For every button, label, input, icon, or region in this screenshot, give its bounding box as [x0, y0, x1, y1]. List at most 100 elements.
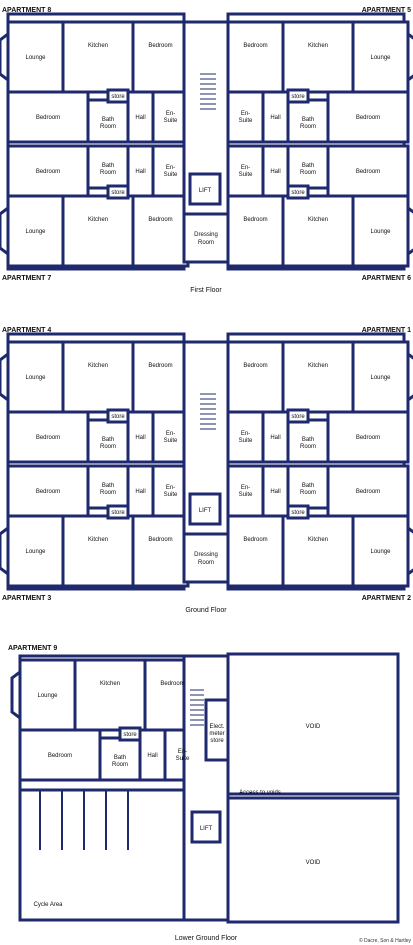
ground-tl-hall-label: Hall: [135, 435, 145, 441]
ground-bl-store-label: store: [111, 510, 125, 516]
ground-tr-store-label: store: [291, 414, 305, 420]
ground-tr-lounge-label: Lounge: [370, 375, 391, 381]
first-br-lounge: [351, 194, 410, 268]
ground-tl-bath-room-label: Room: [100, 444, 116, 450]
lower-cycle-label: Cycle Area: [33, 902, 63, 908]
first-br-bedroom-2-label: Bedroom: [356, 169, 380, 175]
ground-bl-store: [106, 504, 130, 520]
ground-tr-hall-label: Hall: [270, 435, 280, 441]
lower-void-bottom-label: VOID: [306, 860, 321, 866]
ground-dressing-room: [182, 532, 230, 584]
lower-meter-store: [204, 698, 230, 762]
first-bl-bedroom-2-label: Bedroom: [36, 169, 60, 175]
first-tr-en-label: En-: [241, 111, 250, 117]
first-bl-bay-window: [0, 205, 10, 257]
first-tr-store-label: store: [291, 94, 305, 100]
ground-tr-bath-label: Bath: [302, 437, 314, 443]
lower-apt9-kitchen-label: Kitchen: [100, 681, 120, 687]
ground-tr-bedroom-2-label: Bedroom: [356, 435, 380, 441]
first-tr-kitchen: [281, 20, 355, 94]
first-tl-bath-room-label: Room: [100, 124, 116, 130]
lower-elect-label: Elect.: [209, 724, 224, 730]
first-br-store: [286, 184, 310, 200]
lower-apt9-en-label: En-: [178, 749, 187, 755]
ground-br-bedroom-1-label: Bedroom: [243, 537, 267, 543]
first-bl-kitchen-label: Kitchen: [88, 217, 108, 223]
lower-apt9-bath-label: Bath: [114, 755, 126, 761]
ground-tr-kitchen-label: Kitchen: [308, 363, 328, 369]
ground-bl-bedroom-1-label: Bedroom: [148, 537, 172, 543]
ground-tl-kitchen-label: Kitchen: [88, 363, 108, 369]
first-tl-bedroom-2-label: Bedroom: [36, 115, 60, 121]
first-br-kitchen-label: Kitchen: [308, 217, 328, 223]
lower-apt9-store: [118, 726, 142, 742]
ground-br-store-label: store: [291, 510, 305, 516]
first-bl-hall-label: Hall: [135, 169, 145, 175]
ground-br-suite-label: Suite: [239, 492, 253, 498]
ground-bl-bay-window: [0, 525, 10, 577]
first-tr-suite-label: Suite: [239, 118, 253, 124]
first-apartment-br: APARTMENT 6: [362, 275, 411, 282]
lower-apt9-hall-label: Hall: [147, 753, 157, 759]
ground-br-bedroom-2-label: Bedroom: [356, 489, 380, 495]
ground-tr-kitchen: [281, 340, 355, 414]
first-tr-hall-label: Hall: [270, 115, 280, 121]
lower-void-bottom: [226, 796, 400, 924]
ground-br-bath-label: Bath: [302, 483, 314, 489]
first-br-kitchen: [281, 194, 355, 268]
first-lift-label: LIFT: [199, 188, 212, 194]
first-br-store-label: store: [291, 190, 305, 196]
ground-tl-kitchen: [61, 340, 135, 414]
first-bl-bath-label: Bath: [102, 163, 114, 169]
ground-br-lounge-label: Lounge: [370, 549, 391, 555]
first-dressing-room-label: Room: [198, 240, 214, 246]
ground-tr-bay-window: [406, 351, 413, 403]
lower-apartment-9: APARTMENT 9: [8, 645, 57, 652]
ground-lift-label: LIFT: [199, 508, 212, 514]
first-tr-ensuite: [226, 90, 265, 144]
first-tl-bay-window: [0, 31, 10, 83]
first-br-hall-label: Hall: [270, 169, 280, 175]
ground-tl-suite-label: Suite: [164, 438, 178, 444]
first-br-suite-label: Suite: [239, 172, 253, 178]
lower-apt9-lounge-label: Lounge: [37, 693, 58, 699]
first-tr-bath-room-label: Room: [300, 124, 316, 130]
first-tr-bath-label: Bath: [302, 117, 314, 123]
ground-tl-bedroom-1: [131, 340, 190, 414]
ground-apartment-bl: APARTMENT 3: [2, 595, 51, 602]
first-bl-bedroom-1: [131, 194, 190, 268]
lower-apt9-bedroom-1-label: Bedroom: [160, 681, 184, 687]
first-br-bedroom-1-label: Bedroom: [243, 217, 267, 223]
ground-bl-kitchen-label: Kitchen: [88, 537, 108, 543]
lower-lift-label: LIFT: [200, 826, 213, 832]
ground-tr-bathroom: [286, 418, 330, 464]
first-bl-bathroom: [86, 144, 130, 190]
first-br-bedroom-2: [326, 144, 410, 198]
first-floor-title: First Floor: [190, 287, 222, 294]
first-bl-suite-label: Suite: [164, 172, 178, 178]
ground-tr-lounge: [351, 340, 410, 414]
ground-tr-bedroom-2: [326, 410, 410, 464]
first-tr-kitchen-label: Kitchen: [308, 43, 328, 49]
first-bl-bedroom-2: [6, 144, 90, 198]
ground-tr-en-label: En-: [241, 431, 250, 437]
ground-tl-bay-window: [0, 351, 10, 403]
ground-dressing-room-label: Room: [198, 560, 214, 566]
ground-tr-suite-label: Suite: [239, 438, 253, 444]
first-br-bedroom-1: [226, 194, 285, 268]
first-br-bath-label: Bath: [302, 163, 314, 169]
first-bl-kitchen: [61, 194, 135, 268]
first-apartment-tl: APARTMENT 8: [2, 7, 51, 14]
first-tl-suite-label: Suite: [164, 118, 178, 124]
first-tr-bedroom-1: [226, 20, 285, 94]
first-br-bay-window: [406, 205, 413, 257]
ground-bl-bedroom-2-label: Bedroom: [36, 489, 60, 495]
first-tl-bedroom-1-label: Bedroom: [148, 43, 172, 49]
first-tl-en-label: En-: [166, 111, 175, 117]
ground-bl-lounge-label: Lounge: [25, 549, 46, 555]
first-br-bath-room-label: Room: [300, 170, 316, 176]
first-tr-bedroom-2-label: Bedroom: [356, 115, 380, 121]
first-bl-bath-room-label: Room: [100, 170, 116, 176]
ground-tl-bedroom-1-label: Bedroom: [148, 363, 172, 369]
